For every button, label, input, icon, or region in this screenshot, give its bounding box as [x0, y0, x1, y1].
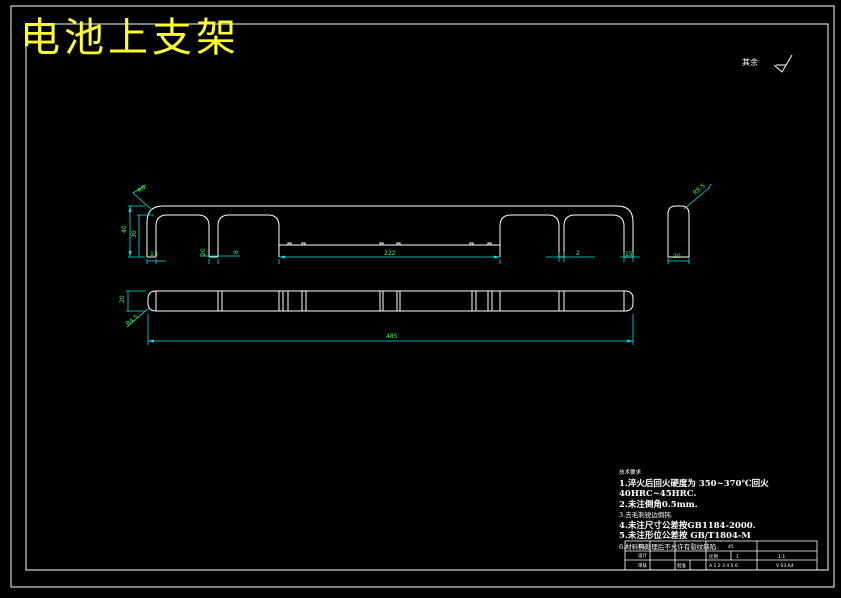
dim-radius-left: R8	[137, 184, 148, 195]
tb-label-b: 设计	[638, 552, 647, 559]
dim-radius-right: R8.5	[692, 182, 707, 196]
roughness-note: 其余	[742, 58, 758, 67]
dim-gap-left2: 8	[233, 250, 240, 254]
note-line-2: 2.未注倒角0.5mm.	[619, 499, 698, 510]
technical-notes: 技术要求 1.淬火后回火硬度为 350~370℃回火 40HRC~45HRC. …	[619, 468, 841, 552]
dimension-lines	[126, 183, 712, 345]
dim-plan-radius: R4.5	[125, 313, 140, 327]
tb-label-c: 审核	[638, 562, 647, 569]
tb-material: 45	[728, 544, 734, 550]
dim-gap-right: 2	[576, 250, 580, 257]
dim-middle-span: 222	[384, 250, 396, 257]
note-line-1: 1.淬火后回火硬度为 350~370℃回火 40HRC~45HRC.	[619, 478, 769, 500]
dimension-arrows	[128, 206, 633, 343]
note-line-6: 6.材料热处理后不允许有裂纹缺陷.	[619, 542, 719, 551]
dim-plan-width: 20	[119, 295, 126, 303]
tb-label-f: 比例	[709, 553, 718, 560]
outer-frame	[10, 5, 835, 588]
tb-scale: 1:1	[778, 554, 785, 560]
plan-view	[147, 290, 634, 312]
tb-label-a: 标记	[638, 543, 647, 550]
dim-overall-length: 485	[386, 333, 398, 340]
title-block	[624, 540, 818, 571]
drawing-title: 电池上支架	[20, 15, 240, 61]
notes-heading: 技术要求	[619, 470, 642, 476]
dim-height-outer: 40	[121, 225, 128, 233]
front-view	[146, 205, 634, 258]
tb-sheet: V 03.A4	[776, 563, 794, 569]
dim-right-flange: 15	[625, 251, 633, 258]
note-line-3: 3.去毛刺锐边倒钝.	[619, 511, 673, 519]
dim-gap-left: 20	[200, 248, 207, 256]
tb-qty: 1	[736, 554, 739, 560]
tb-label-e: 批准	[677, 562, 686, 569]
tb-mark-row: A 1 2 3 4 5 6	[709, 563, 738, 569]
inner-border	[25, 23, 829, 571]
note-line-4: 4.未注尺寸公差按GB1184-2000.	[619, 520, 756, 531]
roughness-symbol-icon	[773, 54, 793, 73]
note-line-5: 5.未注形位公差按 GB/T1804-M	[619, 531, 751, 541]
dim-left-flange: 13	[150, 251, 158, 258]
side-view	[667, 205, 690, 258]
dim-height-inner: 30	[131, 230, 138, 238]
dim-side-width: 20	[673, 253, 681, 260]
